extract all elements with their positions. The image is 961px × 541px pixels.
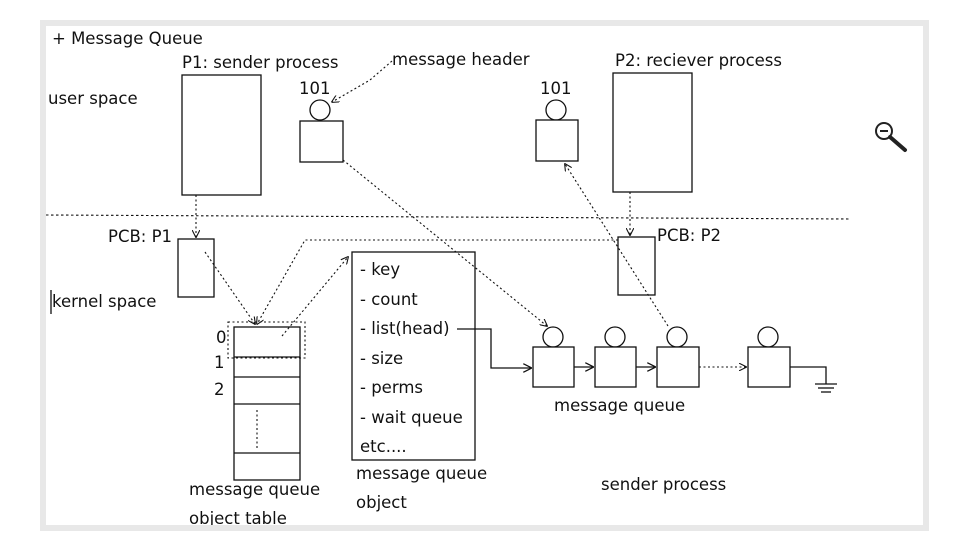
pcb-p1-box (177, 238, 215, 298)
list-head-arrow (457, 328, 531, 368)
object-field-wait-queue: - wait queue (360, 408, 463, 427)
queue-node-4 (747, 326, 791, 388)
user-kernel-separator (46, 214, 850, 220)
sender-process-caption: sender process (601, 475, 726, 494)
msg-id-right: 101 (540, 79, 572, 98)
pcb-p2-to-table-arrow (257, 239, 618, 324)
sent-message-to-queue-arrow (342, 159, 547, 326)
pcb-p2-box (617, 236, 656, 296)
diagram-title: + Message Queue (52, 29, 203, 48)
kernel-space-label: kernel space (52, 292, 156, 311)
message-header-circle-right (545, 99, 567, 121)
zoom-out-icon[interactable] (875, 122, 907, 152)
index-2: 2 (214, 380, 225, 399)
selected-entry-highlight (227, 321, 306, 359)
p2-process-box (612, 72, 693, 193)
figure-frame: + Message Queue user space kernel space … (40, 20, 929, 531)
pcb-p1-to-table-arrow (204, 251, 255, 324)
object-table-caption-2: object table (189, 509, 287, 525)
message-queue-object (351, 251, 476, 461)
object-field-count: - count (360, 290, 418, 309)
queue-caption: message queue (554, 396, 685, 415)
message-header-label: message header (392, 50, 530, 69)
table-to-object-arrow (281, 257, 348, 337)
pcb-p2-label: PCB: P2 (657, 226, 721, 245)
object-caption-1: message queue (356, 464, 487, 483)
p1-process-box (181, 74, 262, 196)
index-0: 0 (216, 328, 227, 347)
object-field-size: - size (360, 349, 403, 368)
p1-label: P1: sender process (182, 53, 339, 72)
p2-label: P2: reciever process (615, 51, 782, 70)
object-field-etc: etc.... (360, 437, 407, 456)
message-box-right (535, 119, 579, 162)
msg-id-left: 101 (299, 79, 331, 98)
header-pointer-arrow (332, 60, 393, 102)
queue-node-1 (532, 326, 575, 388)
queue-node-3 (656, 326, 700, 388)
index-1: 1 (214, 353, 225, 372)
message-box-left (299, 120, 344, 163)
pcb-p1-label: PCB: P1 (108, 227, 172, 246)
object-table-caption-1: message queue (189, 480, 320, 499)
object-field-key: - key (360, 260, 400, 279)
object-fields: - key - count - list(head) - size - perm… (360, 260, 468, 456)
message-header-circle-left (309, 99, 331, 121)
object-field-list-head: - list(head) (360, 319, 450, 338)
object-field-perms: - perms (360, 378, 423, 397)
ground-icon (790, 366, 837, 393)
object-caption-2: object (356, 493, 407, 512)
message-queue-diagram: + Message Queue user space kernel space … (46, 29, 907, 525)
queue-to-receiver-arrow (565, 164, 669, 327)
diagram-canvas: + Message Queue user space kernel space … (46, 26, 923, 525)
user-space-label: user space (48, 89, 138, 108)
queue-node-2 (594, 326, 637, 388)
